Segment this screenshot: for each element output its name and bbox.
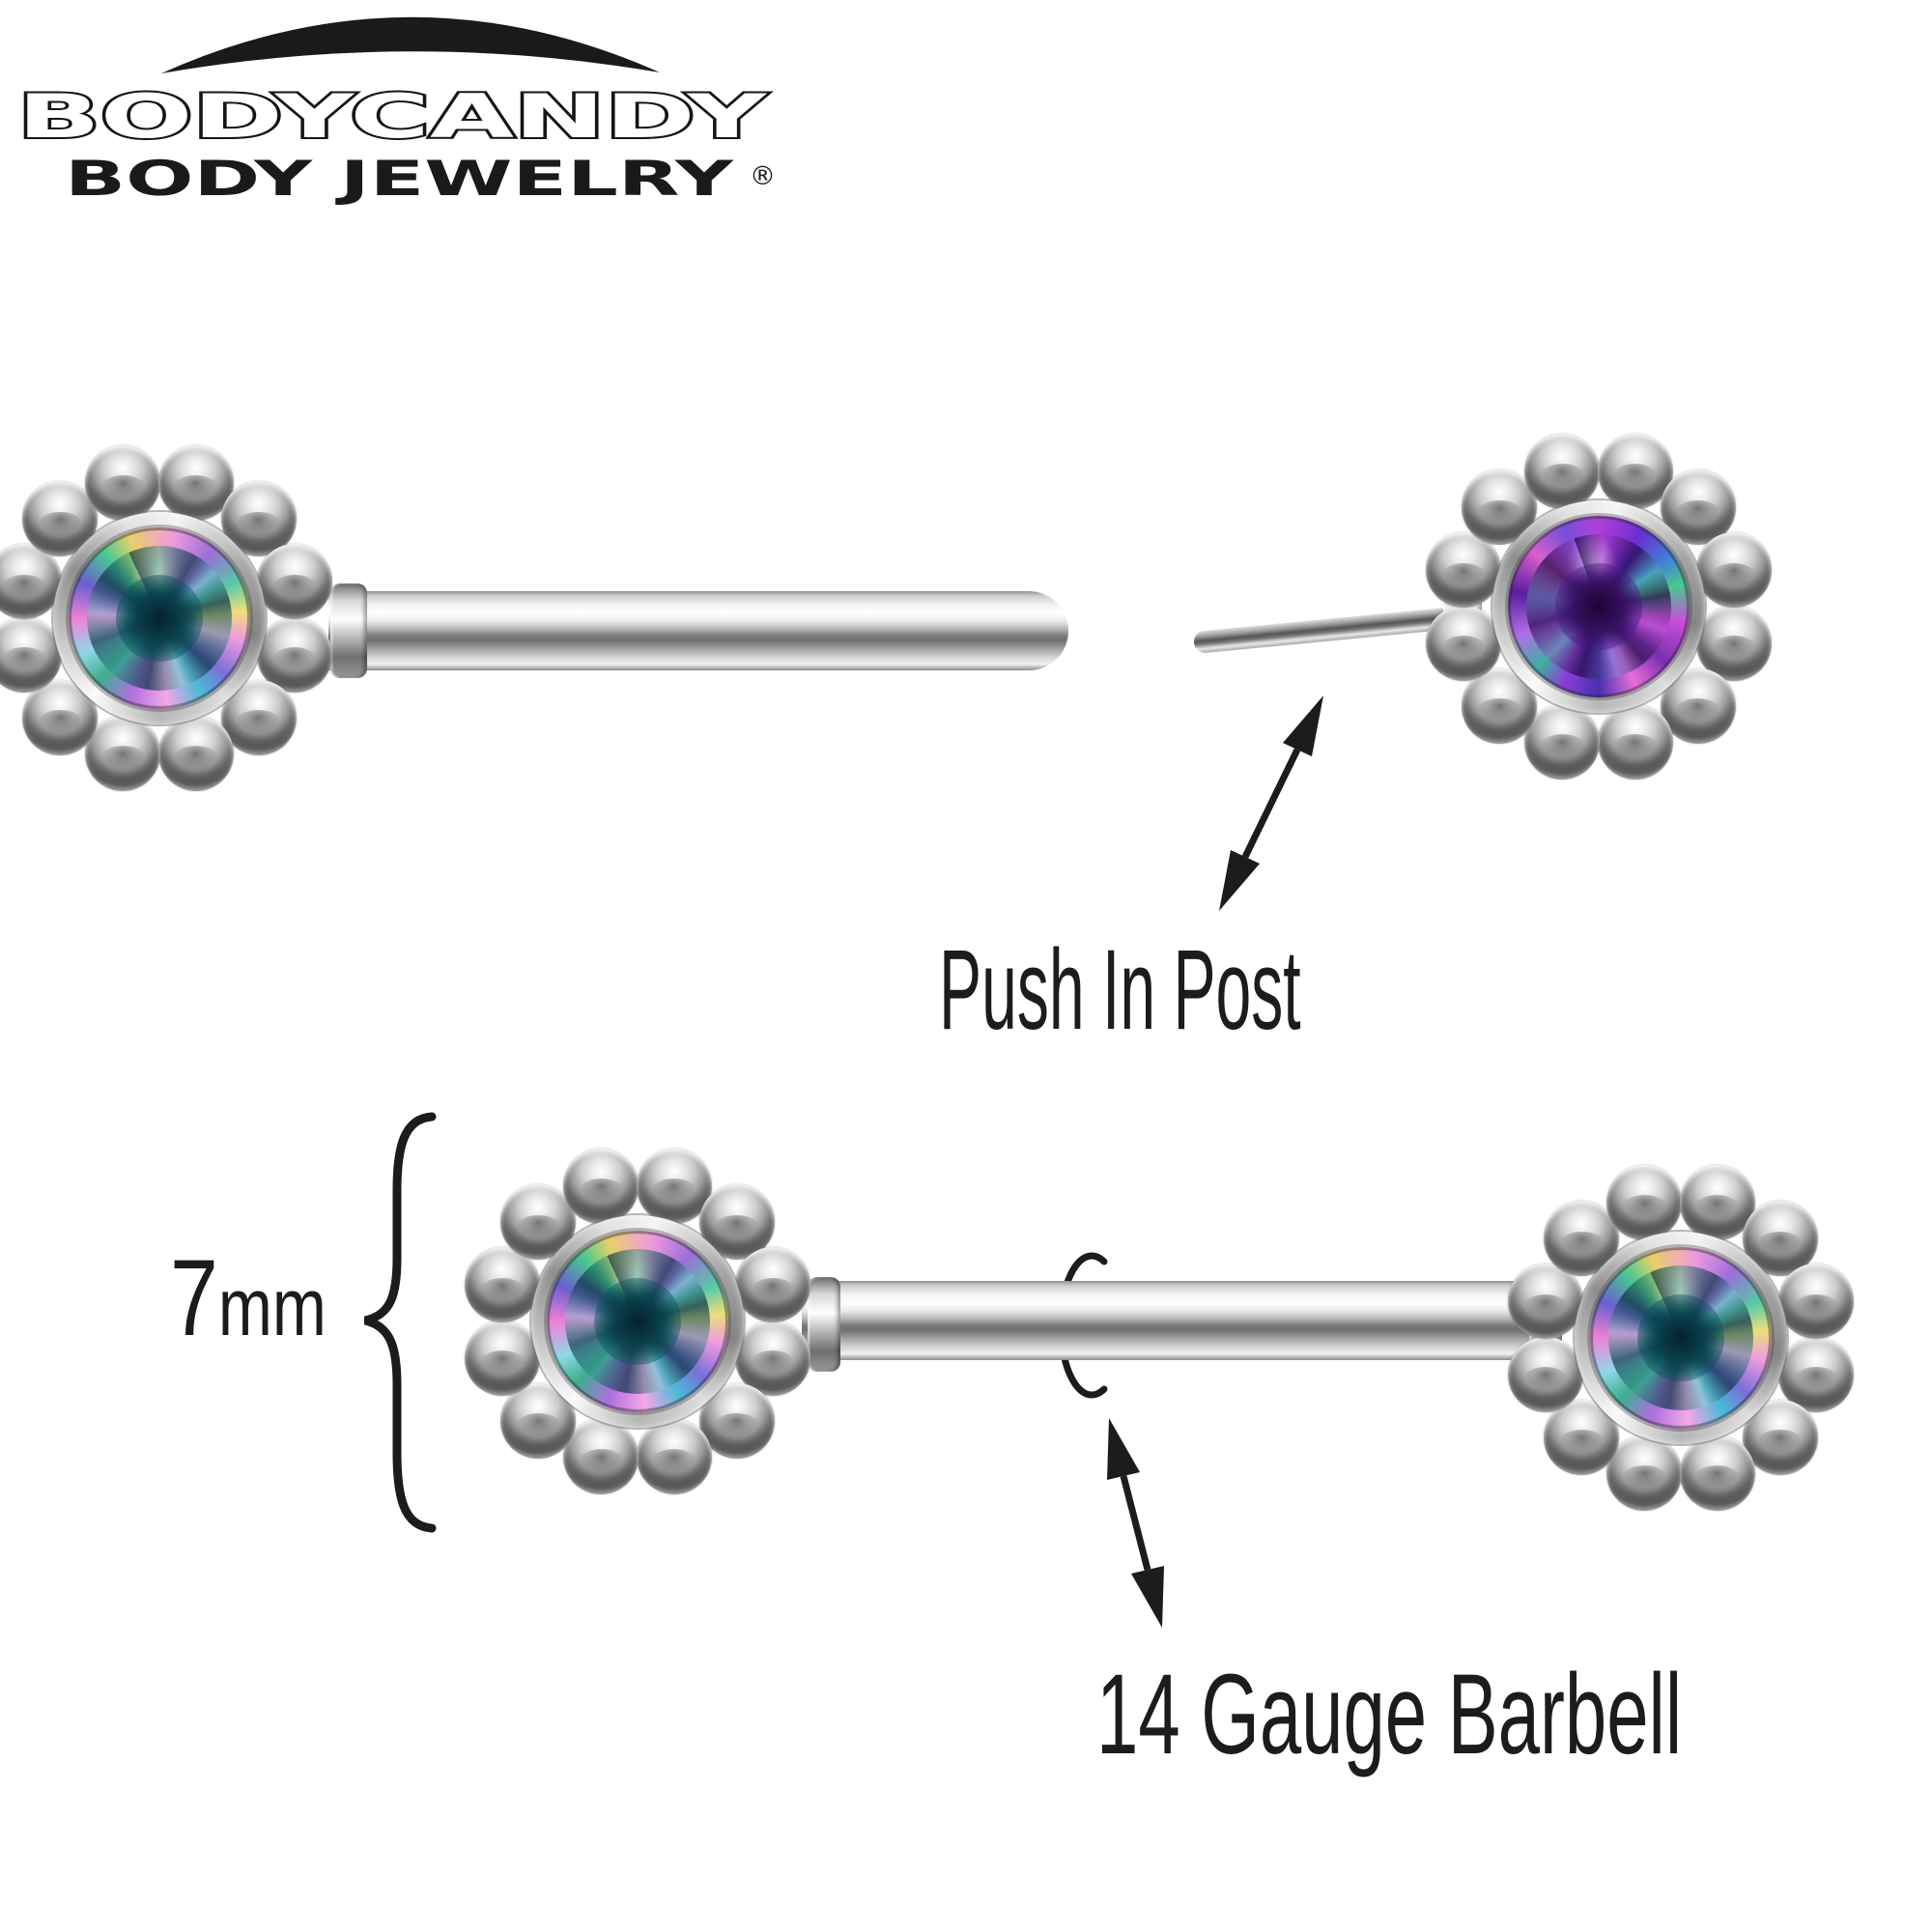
- length-unit: mm: [217, 1262, 327, 1352]
- charm-bead: [1696, 532, 1773, 609]
- charm-bottom-right: [1502, 1159, 1860, 1517]
- charm-gem-mystic: [1590, 1247, 1772, 1429]
- brand-tagline: BODY JEWELRY: [65, 151, 734, 207]
- charm-bezel: [531, 1215, 744, 1428]
- charm-bead: [464, 1247, 540, 1323]
- charm-top-right: [1420, 428, 1777, 785]
- charm-bead: [636, 1419, 712, 1495]
- measurement-brace-icon: [363, 1112, 437, 1533]
- push-in-post-label: Push In Post: [939, 926, 1301, 1054]
- charm-bead: [85, 444, 161, 521]
- push-in-post-double-arrow-icon: [1219, 696, 1323, 911]
- charm-bead: [157, 716, 234, 792]
- gauge-label: 14 Gauge Barbell: [1096, 1651, 1683, 1778]
- charm-bead: [0, 544, 62, 620]
- charm-bead: [1425, 532, 1501, 609]
- charm-bead: [1606, 1435, 1683, 1512]
- push-in-pin: [1192, 607, 1453, 654]
- charm-bead: [563, 1148, 639, 1224]
- logo-swoosh-icon: [161, 16, 660, 73]
- charm-bead: [735, 1320, 811, 1396]
- charm-bead: [735, 1247, 811, 1323]
- top-post-collar: [330, 583, 367, 678]
- registered-mark: ®: [750, 161, 776, 191]
- charm-bead: [1696, 605, 1773, 681]
- charm-bezel: [53, 512, 266, 724]
- charm-bead: [563, 1419, 639, 1495]
- charm-bead: [1778, 1264, 1855, 1340]
- charm-top-left: [0, 440, 338, 797]
- charm-bead: [257, 544, 333, 620]
- charm-bead: [1597, 704, 1673, 781]
- brand-name: BODYCANDY: [17, 81, 768, 152]
- charm-bead: [1679, 1435, 1755, 1512]
- charm-gem-mystic: [69, 527, 250, 709]
- barbell-collar-left: [808, 1277, 840, 1372]
- charm-bead: [464, 1320, 540, 1396]
- charm-bead: [1524, 704, 1601, 781]
- charm-bead: [85, 716, 161, 792]
- charm-bead: [1679, 1164, 1755, 1240]
- charm-bead: [157, 444, 234, 521]
- top-post-bar: [328, 591, 1068, 670]
- charm-gem-purple: [1508, 516, 1690, 697]
- gauge-double-arrow-icon: [1107, 1418, 1164, 1628]
- bead-ring: [0, 440, 338, 797]
- charm-bead: [500, 1184, 577, 1261]
- charm-bezel: [1492, 500, 1705, 713]
- charm-bead: [1597, 433, 1673, 509]
- charm-bead: [1425, 605, 1501, 681]
- charm-bead: [636, 1148, 712, 1224]
- length-value: 7: [170, 1237, 218, 1358]
- barbell-bar: [802, 1281, 1548, 1360]
- charm-gem-mystic: [547, 1231, 728, 1412]
- charm-bead: [1524, 433, 1601, 509]
- charm-bead: [1507, 1264, 1583, 1340]
- charm-bezel: [1575, 1232, 1787, 1444]
- charm-bottom-left: [459, 1143, 816, 1500]
- length-label: 7mm: [170, 1236, 327, 1361]
- charm-bead: [0, 616, 62, 693]
- brand-logo: BODYCANDY BODY JEWELRY ®: [15, 16, 776, 207]
- charm-bead: [1778, 1336, 1855, 1412]
- charm-bead: [1507, 1336, 1583, 1412]
- bead-ring: [1420, 428, 1777, 785]
- charm-bead: [257, 616, 333, 693]
- charm-bead: [1606, 1164, 1683, 1240]
